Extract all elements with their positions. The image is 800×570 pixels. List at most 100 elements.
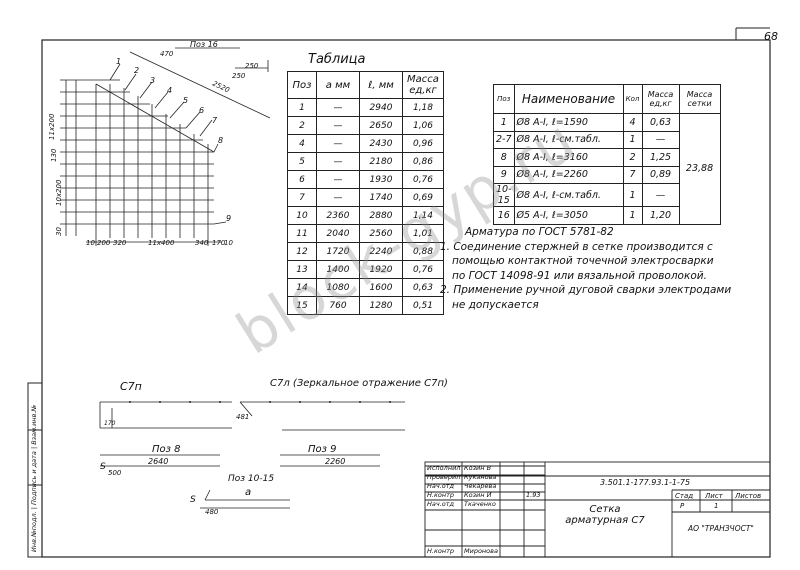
table2: Поз Наименование Кол Масса ед,кг Масса с… [493,84,721,225]
dim-10a: 10 [86,239,95,247]
table2-cell: 4 [622,113,643,132]
table2-cell: 16 [493,206,515,225]
table2-cell: 1 [622,130,643,149]
dim-11x400: 11x400 [148,239,175,247]
dim-2640: 2640 [148,457,169,466]
table1-cell: 1,06 [402,116,444,135]
table2-cell: 1 [622,206,643,225]
dim-320: 320 [113,239,127,247]
table2-cell: 1 [622,183,643,207]
table1-cell: 0,51 [402,296,444,315]
tb-name: Козин В [464,464,492,472]
table1-header: Масса ед,кг [402,71,444,99]
section-c7l: С7л (Зеркальное отражение С7п) [270,378,448,389]
dim-130: 130 [50,148,58,162]
table2-cell: 7 [622,165,643,184]
callout-1: 1 [116,57,122,66]
table1-cell: 2360 [316,206,360,225]
callout-5: 5 [183,96,189,105]
table2-header: Поз [493,84,515,114]
table2-cell: 1,25 [641,148,680,167]
label-poz8: Поз 8 [152,444,181,455]
note-line: помощью контактной точечной электросварк… [452,255,714,267]
dim-340: 340 [195,239,209,247]
table1-cell: 10 [287,206,317,225]
tb-date: 1.93 [526,491,541,499]
tb-name: Миронова [464,547,498,555]
dim-10x200: 10x200 [55,179,63,206]
tb-role: Исполнил [427,464,461,472]
tb-sheets-header: Листов [735,492,762,500]
table2-cell: — [641,183,680,207]
table1-cell: — [316,116,360,135]
table1-header: Поз [287,71,317,99]
dim-200a: 200 [97,239,111,247]
poz16-label: Поз 16 [190,40,218,49]
tb-role: Нач.отд [427,500,455,508]
table2-cell: Ø8 A-I, ℓ-см.табл. [513,183,624,207]
table1-cell: 0,96 [402,134,444,153]
table2-cell: — [641,130,680,149]
side-stamp: Инв.№подл. | Подпись и дата | Взам.инв.№ [30,404,38,552]
table2-header: Масса сетки [678,84,721,114]
tb-code: 3.501.1-177.93.1-1-75 [600,478,691,487]
tb-sheet-header: Лист [705,492,723,500]
callout-6: 6 [199,106,205,115]
table2-header: Масса ед,кг [641,84,680,114]
table1-cell: 2 [287,116,317,135]
dim-470: 470 [160,50,174,58]
table1-cell: — [316,170,360,189]
table1-cell: 4 [287,134,317,153]
table1-cell: 1,18 [402,98,444,117]
table1-cell: 2430 [359,134,403,153]
table2-header: Наименование [513,84,624,114]
table1-cell: 7 [287,188,317,207]
table1-header: a мм [316,71,360,99]
tb-role: Н.контр [427,491,455,499]
dim-250: 250 [245,62,259,70]
dim-170-section: 170 [104,420,116,427]
tb-org: АО "ТРАНЗЧОСТ" [688,524,754,533]
tb-role: Нач.отд [427,482,455,490]
tb-name: Чекарева [464,482,497,490]
callout-8: 8 [218,136,224,145]
table2-cell: 0,63 [641,113,680,132]
table2-cell: 0,89 [641,165,680,184]
tb-name: Козин И [464,491,492,499]
page-number: 68 [764,30,778,43]
tb-name: Ткаченко [464,500,496,508]
dim-500: 500 [108,469,122,477]
table2-cell: 2 [622,148,643,167]
notes: Арматура по ГОСТ 5781-82 1. Соединение с… [440,225,731,312]
table2-header: Кол [622,84,643,114]
label-poz9: Поз 9 [308,444,337,455]
table2-cell: 1 [493,113,515,132]
table1-cell: 1 [287,98,317,117]
callout-2: 2 [134,66,140,75]
table1-cell: 0,63 [402,278,444,297]
note-line: Арматура по ГОСТ 5781-82 [465,226,614,238]
table1-cell: 5 [287,152,317,171]
callout-4: 4 [167,86,173,95]
dim-10b: 10 [224,239,233,247]
dim-11x200: 11x200 [48,113,56,140]
tb-title: Сетка арматурная С7 [565,504,645,526]
dim-2260: 2260 [325,457,346,466]
tb-role: Проверил [427,473,461,481]
table1-header: ℓ, мм [359,71,403,99]
table1-cell: 0,86 [402,152,444,171]
table1-cell: — [316,134,360,153]
callout-3: 3 [150,76,156,85]
